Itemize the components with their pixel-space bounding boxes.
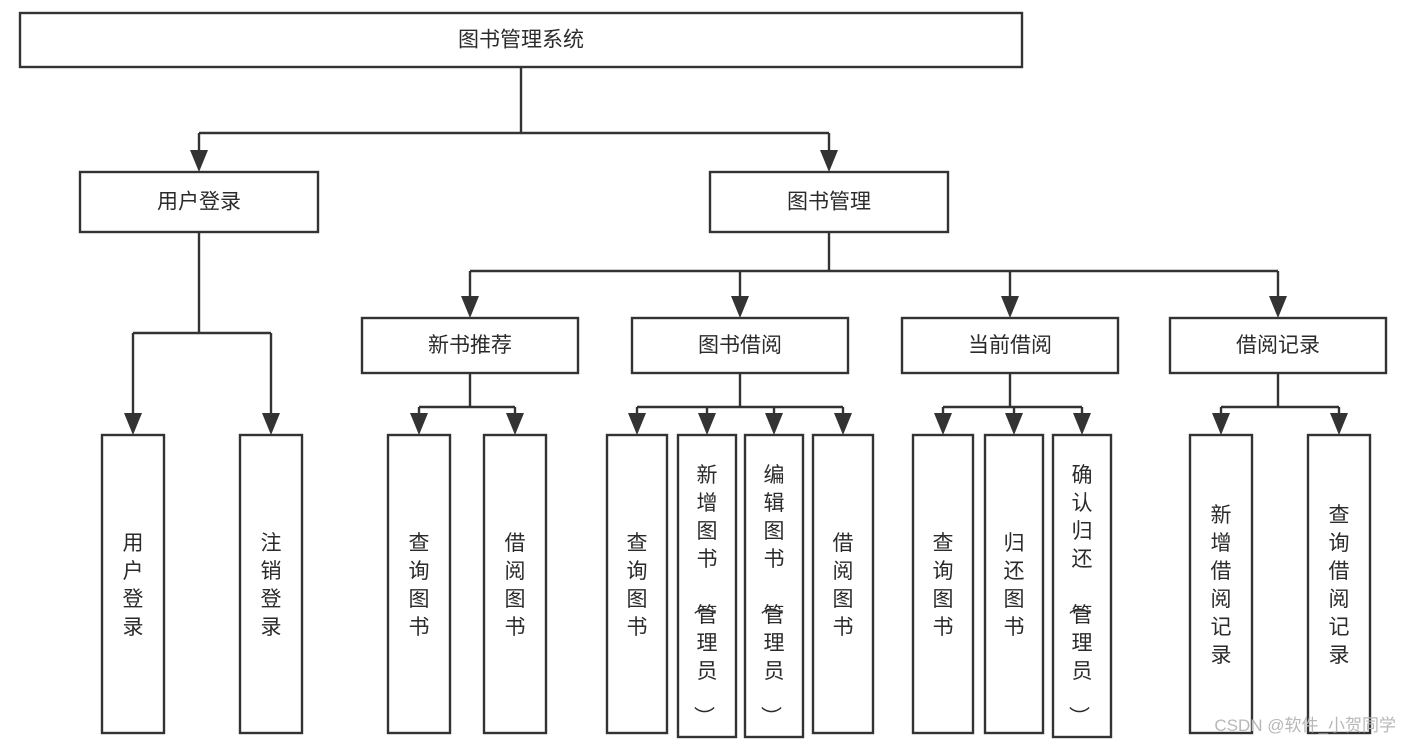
node-box-leaf-query-book-2 bbox=[605, 433, 669, 735]
arrow-head-leaf-query-record bbox=[1330, 413, 1348, 435]
node-box-leaf-borrow-book-1 bbox=[482, 433, 548, 735]
arrow-head-leaf-add-record bbox=[1212, 413, 1230, 435]
arrow-head-user-login bbox=[190, 150, 208, 172]
arrow-head-new-book-recommend bbox=[461, 296, 479, 318]
node-label-current-borrow: 当前借阅 bbox=[968, 334, 1052, 357]
node-label-leaf-query-record: 查询借阅记录 bbox=[1329, 504, 1350, 667]
node-leaf-borrow-book-2[interactable]: 借阅图书 bbox=[811, 433, 875, 735]
node-leaf-logout[interactable]: 注销登录 bbox=[238, 433, 304, 735]
node-box-user-login bbox=[78, 170, 320, 234]
node-box-leaf-logout bbox=[238, 433, 304, 735]
node-leaf-query-book-3[interactable]: 查询图书 bbox=[911, 433, 975, 735]
node-box-leaf-query-book-3 bbox=[911, 433, 975, 735]
node-book-borrow[interactable]: 图书借阅 bbox=[630, 316, 850, 375]
node-label-leaf-user-login: 用户登录 bbox=[123, 532, 144, 639]
node-new-book-recommend[interactable]: 新书推荐 bbox=[360, 316, 580, 375]
node-label-book-borrow: 图书借阅 bbox=[698, 334, 782, 357]
csdn-watermark: CSDN @软件_小贺同学 bbox=[1214, 716, 1396, 735]
arrow-head-leaf-confirm-return bbox=[1073, 413, 1091, 435]
node-leaf-confirm-return[interactable]: 确认归还（管理员） bbox=[1051, 433, 1113, 739]
node-box-leaf-query-record bbox=[1306, 433, 1372, 735]
node-box-root bbox=[18, 11, 1024, 69]
node-leaf-query-book-1[interactable]: 查询图书 bbox=[386, 433, 452, 735]
node-box-leaf-add-book bbox=[676, 433, 738, 739]
node-leaf-add-record[interactable]: 新增借阅记录 bbox=[1188, 433, 1254, 735]
arrow-head-borrow-record bbox=[1269, 296, 1287, 318]
node-current-borrow[interactable]: 当前借阅 bbox=[900, 316, 1120, 375]
node-leaf-borrow-book-1[interactable]: 借阅图书 bbox=[482, 433, 548, 735]
arrow-head-book-management bbox=[820, 150, 838, 172]
arrow-head-leaf-return-book bbox=[1005, 413, 1023, 435]
node-label-leaf-query-book-1: 查询图书 bbox=[409, 532, 430, 639]
node-box-leaf-user-login bbox=[100, 433, 166, 735]
node-leaf-edit-book[interactable]: 编辑图书（管理员） bbox=[743, 433, 805, 739]
arrow-head-leaf-add-book bbox=[698, 413, 716, 435]
arrow-head-leaf-edit-book bbox=[765, 413, 783, 435]
node-box-leaf-confirm-return bbox=[1051, 433, 1113, 739]
node-label-leaf-add-book: 新增图书（管理员） bbox=[692, 464, 718, 727]
node-label-book-management: 图书管理 bbox=[787, 191, 871, 214]
node-leaf-query-book-2[interactable]: 查询图书 bbox=[605, 433, 669, 735]
node-box-leaf-query-book-1 bbox=[386, 433, 452, 735]
arrow-head-leaf-query-book-2 bbox=[628, 413, 646, 435]
boxes-layer: 图书管理系统用户登录图书管理新书推荐图书借阅当前借阅借阅记录用户登录注销登录查询… bbox=[18, 11, 1388, 739]
node-box-leaf-edit-book bbox=[743, 433, 805, 739]
node-leaf-return-book[interactable]: 归还图书 bbox=[983, 433, 1045, 735]
arrow-head-leaf-user-login bbox=[124, 413, 142, 435]
node-label-leaf-borrow-book-2: 借阅图书 bbox=[833, 532, 854, 639]
node-borrow-record[interactable]: 借阅记录 bbox=[1168, 316, 1388, 375]
node-box-new-book-recommend bbox=[360, 316, 580, 375]
arrow-head-book-borrow bbox=[731, 296, 749, 318]
node-label-borrow-record: 借阅记录 bbox=[1236, 334, 1320, 357]
node-label-leaf-query-book-3: 查询图书 bbox=[933, 532, 954, 639]
node-box-book-management bbox=[708, 170, 950, 234]
node-label-leaf-borrow-book-1: 借阅图书 bbox=[505, 532, 526, 639]
node-label-leaf-query-book-2: 查询图书 bbox=[627, 532, 648, 639]
node-label-root: 图书管理系统 bbox=[458, 29, 584, 52]
node-label-user-login: 用户登录 bbox=[157, 191, 241, 214]
node-root[interactable]: 图书管理系统 bbox=[18, 11, 1024, 69]
node-box-borrow-record bbox=[1168, 316, 1388, 375]
arrow-head-leaf-borrow-book-2 bbox=[834, 413, 852, 435]
connectors-layer bbox=[124, 67, 1348, 435]
node-user-login[interactable]: 用户登录 bbox=[78, 170, 320, 234]
node-label-leaf-confirm-return: 确认归还（管理员） bbox=[1067, 464, 1093, 727]
node-book-management[interactable]: 图书管理 bbox=[708, 170, 950, 234]
node-box-leaf-add-record bbox=[1188, 433, 1254, 735]
arrow-head-leaf-borrow-book-1 bbox=[506, 413, 524, 435]
arrow-head-leaf-query-book-3 bbox=[934, 413, 952, 435]
node-label-leaf-edit-book: 编辑图书（管理员） bbox=[759, 464, 785, 727]
node-label-leaf-return-book: 归还图书 bbox=[1004, 532, 1025, 639]
node-box-leaf-return-book bbox=[983, 433, 1045, 735]
arrow-head-leaf-query-book-1 bbox=[410, 413, 428, 435]
node-label-leaf-add-record: 新增借阅记录 bbox=[1211, 504, 1232, 667]
node-label-new-book-recommend: 新书推荐 bbox=[428, 334, 512, 357]
node-box-leaf-borrow-book-2 bbox=[811, 433, 875, 735]
arrow-head-current-borrow bbox=[1001, 296, 1019, 318]
node-leaf-user-login[interactable]: 用户登录 bbox=[100, 433, 166, 735]
node-leaf-query-record[interactable]: 查询借阅记录 bbox=[1306, 433, 1372, 735]
node-label-leaf-logout: 注销登录 bbox=[261, 532, 282, 639]
node-leaf-add-book[interactable]: 新增图书（管理员） bbox=[676, 433, 738, 739]
arrow-head-leaf-logout bbox=[262, 413, 280, 435]
node-box-current-borrow bbox=[900, 316, 1120, 375]
node-box-book-borrow bbox=[630, 316, 850, 375]
